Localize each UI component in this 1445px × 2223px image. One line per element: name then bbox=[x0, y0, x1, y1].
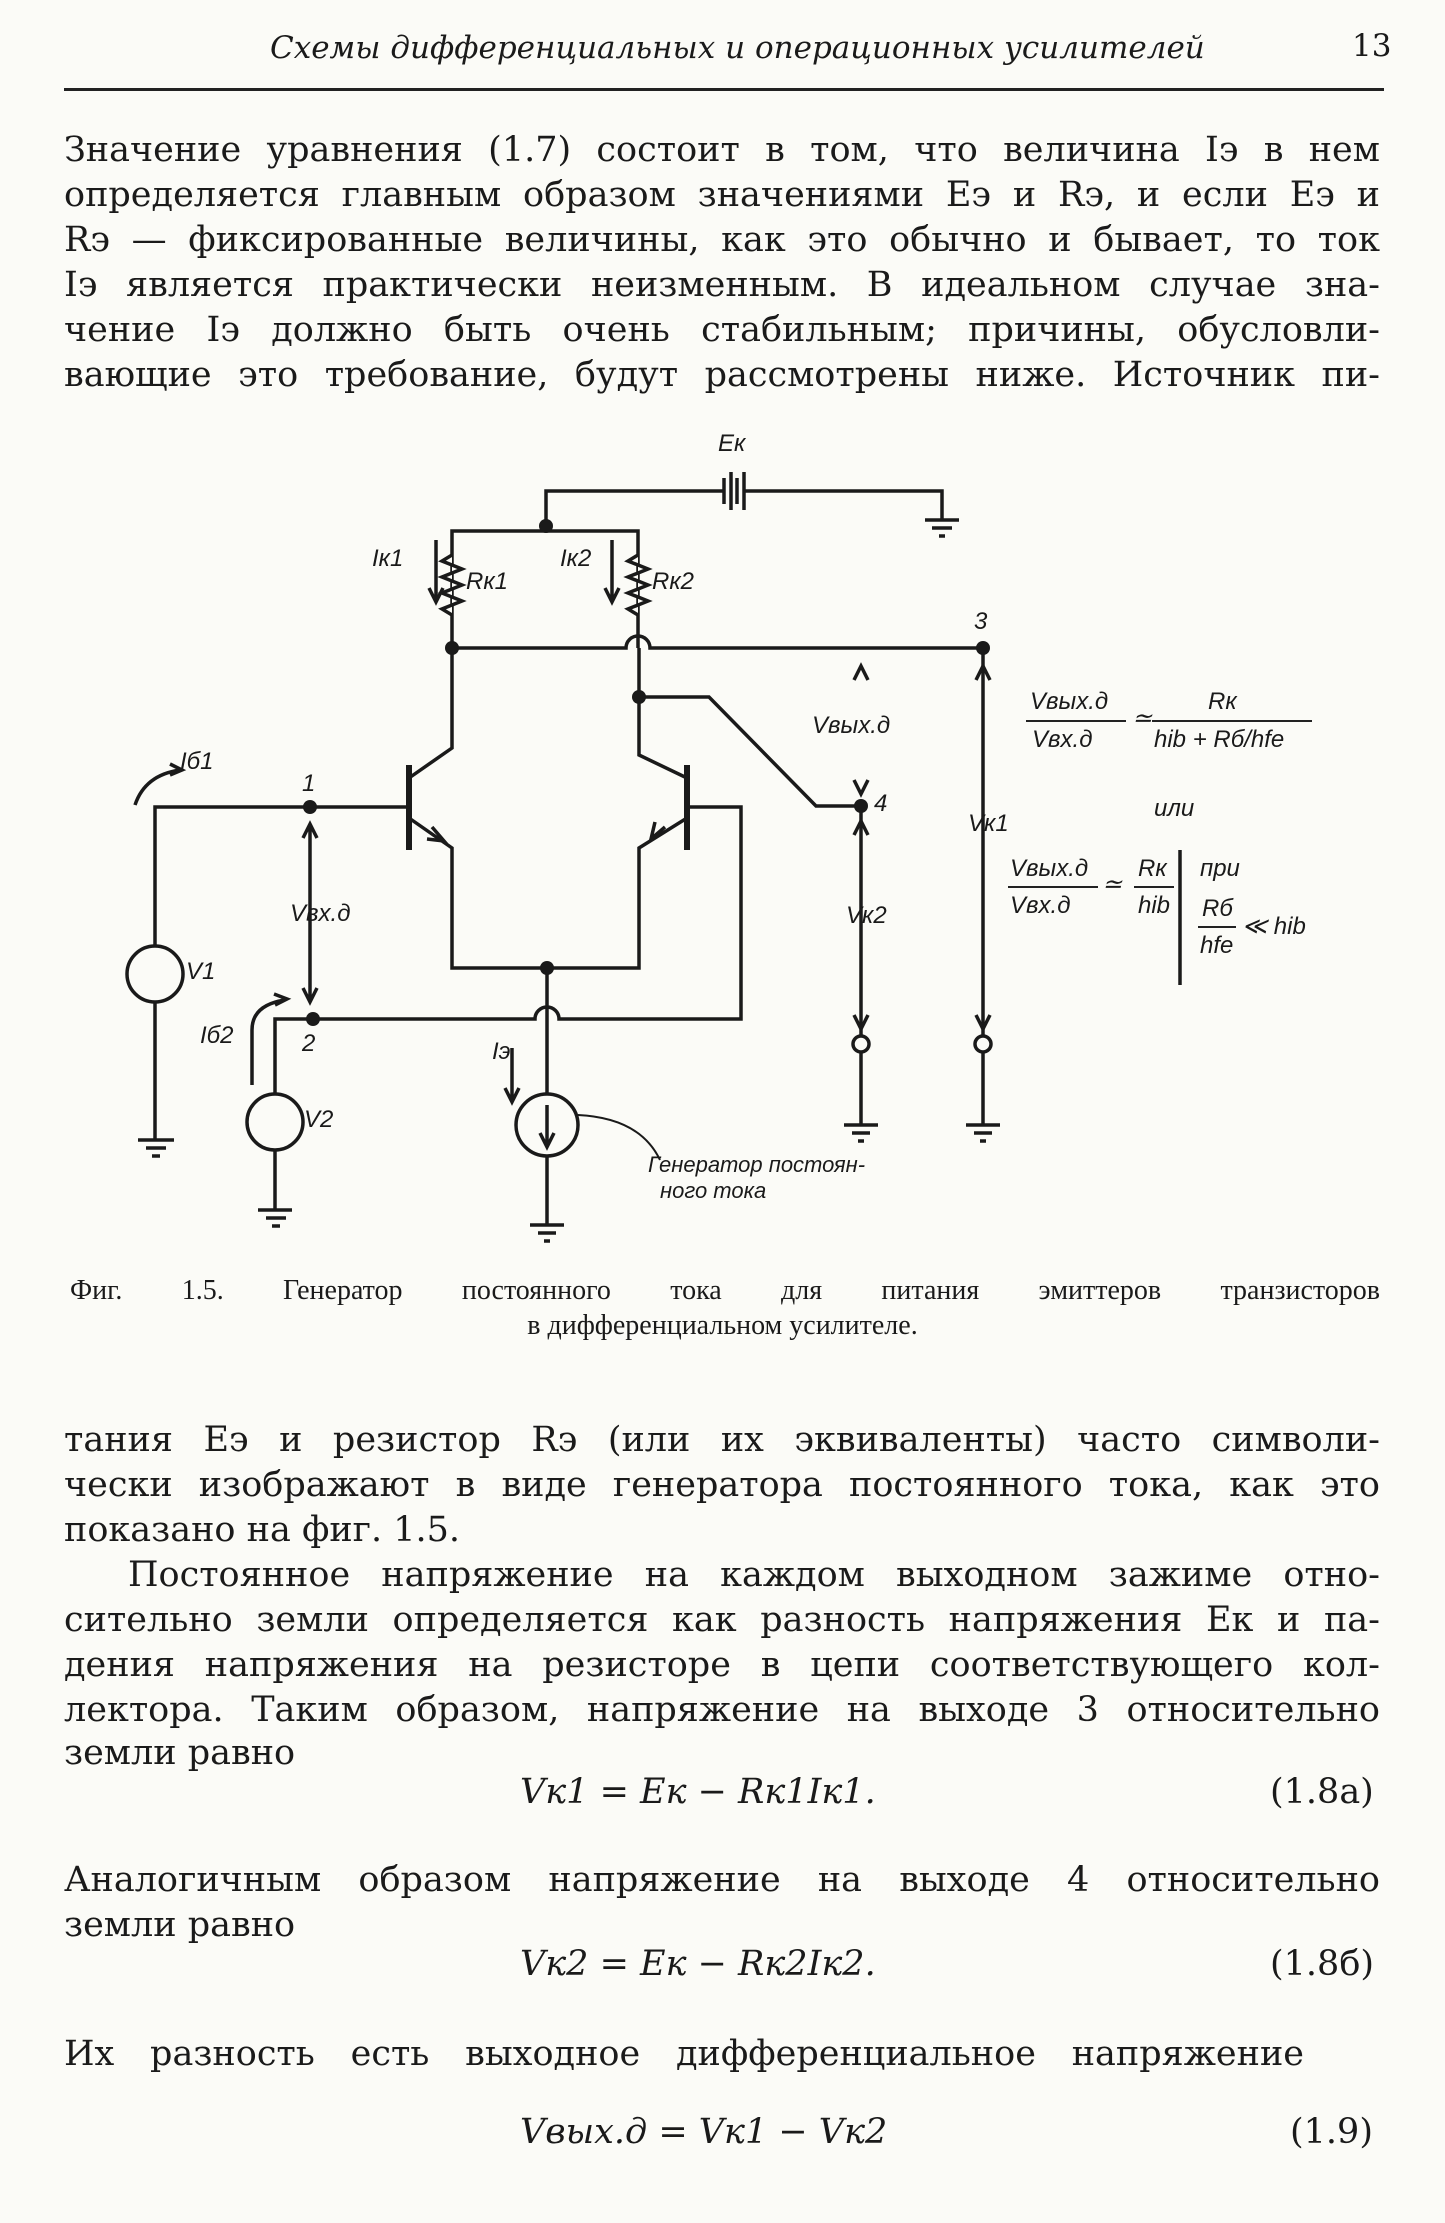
input-1-wire bbox=[153, 805, 409, 946]
current-source-icon bbox=[514, 1092, 580, 1158]
terminal-icon bbox=[851, 1034, 871, 1054]
page-number: 13 bbox=[1352, 28, 1392, 64]
text-line: тания Eэ и резистор Rэ (или их эквивален… bbox=[64, 1420, 1380, 1460]
fraction-bar bbox=[1134, 886, 1174, 888]
formula-2-numerator: Vвых.д bbox=[1010, 855, 1089, 882]
current-source-wire bbox=[530, 968, 564, 1243]
text-line: Значение уравнения (1.7) состоит в том, … bbox=[64, 130, 1380, 170]
text-line: земли равно bbox=[64, 1733, 296, 1773]
label-ib2: Iб2 bbox=[200, 1022, 234, 1049]
current-source-arrow bbox=[538, 1105, 556, 1151]
label-when: при bbox=[1200, 855, 1240, 882]
label-rk1: Rк1 bbox=[466, 568, 509, 595]
label-rk2: Rк2 bbox=[652, 568, 695, 595]
fraction-bar bbox=[1008, 886, 1098, 888]
label-node-4: 4 bbox=[874, 790, 888, 817]
generator-leader-line bbox=[577, 1114, 661, 1161]
formula-2-rden: hib bbox=[1138, 892, 1171, 919]
label-ek: Eк bbox=[718, 430, 746, 457]
label-vout: Vвых.д bbox=[812, 712, 891, 739]
approx-sign: ≃ bbox=[1132, 705, 1153, 732]
text-line: Rэ — фиксированные величины, как это обы… bbox=[64, 220, 1380, 260]
source-v2 bbox=[245, 1092, 305, 1152]
fraction-bar bbox=[1198, 926, 1236, 928]
text-line: дения напряжения на резисторе в цепи соо… bbox=[64, 1645, 1380, 1685]
ground-icon bbox=[925, 518, 959, 538]
equation-number: (1.9) bbox=[1290, 2112, 1373, 2152]
formula-1-denominator: Vвх.д bbox=[1032, 726, 1093, 753]
text-line: чески изображают в виде генератора посто… bbox=[64, 1465, 1380, 1505]
text-line: земли равно bbox=[64, 1905, 296, 1945]
text-line: Постоянное напряжение на каждом выходном… bbox=[128, 1555, 1380, 1595]
voltage-arrows bbox=[852, 662, 992, 1033]
text-line: вающие это требование, будут рассмотрены… bbox=[64, 355, 1380, 395]
junction-dots bbox=[303, 519, 990, 1026]
label-ik1: Iк1 bbox=[372, 545, 404, 572]
label-vin: Vвх.д bbox=[290, 900, 351, 927]
emitter-arrow-left bbox=[426, 825, 449, 844]
text-line: определяется главным образом значениями … bbox=[64, 175, 1380, 215]
terminal-icon bbox=[973, 1034, 993, 1054]
label-ie: Iэ bbox=[492, 1038, 511, 1065]
formula-1-rnum: Rк bbox=[1208, 688, 1237, 715]
resistor-rk2 bbox=[623, 553, 653, 617]
formula-1-numerator: Vвых.д bbox=[1030, 688, 1109, 715]
running-header: Схемы дифференциальных и операционных ус… bbox=[270, 30, 1205, 66]
battery-icon bbox=[722, 472, 746, 510]
text-line: Их разность есть выходное дифференциальн… bbox=[64, 2034, 1304, 2074]
arrow-ib2 bbox=[250, 992, 292, 1085]
figure-caption-line-2: в дифференциальном усилителе. bbox=[527, 1310, 918, 1341]
equation-number: (1.8б) bbox=[1270, 1944, 1375, 1984]
formula-2-denominator: Vвх.д bbox=[1010, 892, 1071, 919]
equation-1-8b: Vк2 = Eк − Rк2Iк2. bbox=[520, 1944, 876, 1984]
circuit-diagram bbox=[125, 472, 1182, 1243]
ground-icon bbox=[138, 1002, 174, 1158]
label-node-1: 1 bbox=[302, 770, 316, 797]
header-rule bbox=[64, 88, 1384, 91]
arrow-ik1 bbox=[427, 540, 445, 606]
arrow-ie bbox=[503, 1048, 521, 1106]
arrow-ik2 bbox=[603, 540, 621, 606]
text-line: чение Iэ должно быть очень стабильным; п… bbox=[64, 310, 1380, 350]
supply-wire bbox=[544, 489, 944, 526]
fraction-bar bbox=[1152, 720, 1312, 722]
vk2-line bbox=[844, 806, 878, 1143]
condition-denominator: hfe bbox=[1200, 932, 1234, 959]
figure-caption-line-1: Фиг. 1.5. Генератор постоянного тока для… bbox=[70, 1275, 1380, 1306]
output-4-wire bbox=[639, 695, 861, 808]
equation-1-9: Vвых.д = Vк1 − Vк2 bbox=[520, 2112, 888, 2152]
label-generator-1: Генератор постоян- bbox=[648, 1152, 866, 1177]
source-v1 bbox=[125, 944, 185, 1004]
text-line: Iэ является практически неизменным. В ид… bbox=[64, 265, 1380, 305]
equation-number: (1.8а) bbox=[1270, 1772, 1374, 1812]
label-node-3: 3 bbox=[974, 608, 988, 635]
label-v2: V2 bbox=[304, 1106, 334, 1133]
text-line: показано на фиг. 1.5. bbox=[64, 1510, 461, 1550]
label-generator-2: ного тока bbox=[660, 1178, 767, 1203]
approx-sign: ≃ bbox=[1102, 871, 1123, 898]
label-v1: V1 bbox=[186, 958, 216, 985]
condition-numerator: Rб bbox=[1202, 895, 1233, 922]
fraction-bar bbox=[1026, 720, 1126, 722]
text-line: лектора. Таким образом, напряжение на вы… bbox=[64, 1690, 1380, 1730]
label-vk1: Vк1 bbox=[968, 810, 1009, 837]
ground-icon bbox=[258, 1150, 292, 1228]
label-node-2: 2 bbox=[302, 1030, 316, 1057]
arrow-ib1 bbox=[133, 762, 187, 806]
label-ib1: Iб1 bbox=[180, 748, 214, 775]
vk1-line bbox=[966, 648, 1000, 1143]
label-or: или bbox=[1154, 795, 1195, 822]
resistor-rk1 bbox=[437, 553, 467, 617]
formula-2-rnum: Rк bbox=[1138, 855, 1167, 882]
output-3-wire bbox=[452, 634, 983, 650]
label-ik2: Iк2 bbox=[560, 545, 592, 572]
label-vk2: Vк2 bbox=[846, 902, 887, 929]
equation-1-8a: Vк1 = Eк − Rк1Iк1. bbox=[520, 1772, 876, 1812]
condition-relation: ≪ hib bbox=[1242, 913, 1306, 940]
arrow-vin bbox=[301, 820, 319, 1006]
emitter-arrow-right bbox=[648, 821, 667, 844]
text-line: сительно земли определяется как разность… bbox=[64, 1600, 1380, 1640]
text-line: Аналогичным образом напряжение на выходе… bbox=[64, 1860, 1380, 1900]
formula-1-rden: hib + Rб/hfe bbox=[1154, 726, 1285, 753]
